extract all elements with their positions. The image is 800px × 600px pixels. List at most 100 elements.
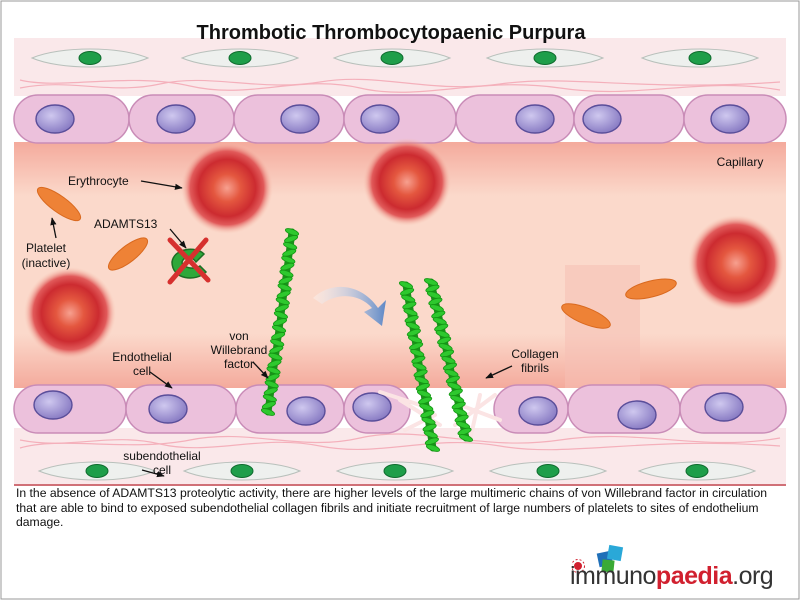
endothelial-nucleus: [710, 104, 750, 134]
endothelial-nucleus: [617, 400, 657, 430]
vwf-segment: [398, 281, 414, 289]
platelet: [36, 186, 82, 222]
vwf-segment: [422, 423, 437, 432]
subendothelial-label-2: cell: [153, 463, 171, 477]
endothelial-cells-top: [13, 94, 787, 144]
vwf-label-2: Willebrand: [211, 343, 268, 357]
vwf-segment: [413, 369, 428, 378]
vwf-segment: [271, 332, 286, 340]
vwf-segment: [275, 297, 290, 306]
vwf-segment: [266, 366, 281, 375]
collagen-label-1: Collagen: [511, 347, 558, 361]
vwf-segment: [434, 323, 449, 332]
subendothelial-nucleus: [536, 464, 560, 478]
logo-part-1: immuno: [570, 562, 656, 590]
endothelial-nucleus: [704, 392, 744, 422]
subendothelial-nucleus: [383, 464, 407, 478]
subendothelial-nucleus: [380, 51, 404, 65]
vwf-segment: [279, 269, 294, 278]
vwf-segment: [458, 434, 474, 442]
vwf-segment: [283, 242, 298, 250]
logo-part-3: .org: [732, 562, 774, 590]
endothelial-nucleus: [286, 396, 326, 426]
vwf-segment: [442, 362, 457, 371]
endothelial-nucleus: [582, 104, 622, 134]
endothelial-nucleus: [156, 104, 196, 134]
vwf-segment: [274, 304, 289, 312]
adamts13-inactive: [167, 237, 211, 285]
erythrocyte: [181, 142, 273, 234]
subendothelial-nucleus: [533, 51, 557, 65]
caption-text: In the absence of ADAMTS13 proteolytic a…: [16, 486, 768, 529]
vwf-segment: [412, 362, 427, 371]
vwf-segment: [401, 294, 416, 303]
platelet-state-label: (inactive): [22, 256, 71, 270]
vwf-segment: [428, 297, 443, 306]
vwf-segment: [429, 304, 444, 312]
vwf-segment: [265, 373, 280, 382]
collagen-label-2: fibrils: [521, 361, 549, 375]
vwf-segment: [263, 387, 278, 396]
subendothelial-label-1: subendothelial: [123, 449, 200, 463]
cross-icon: [167, 237, 209, 285]
von-willebrand-factor-chains: [260, 228, 474, 452]
subendothelial-nucleus: [685, 464, 709, 478]
vwf-segment: [441, 356, 456, 364]
vwf-segment: [409, 342, 424, 350]
vwf-segment: [260, 408, 276, 416]
erythrocyte: [363, 138, 451, 226]
vwf-segment: [264, 380, 279, 389]
vwf-segment: [407, 335, 423, 344]
erythrocyte: [24, 267, 116, 359]
vwf-segment: [276, 290, 291, 299]
vwf-segment: [453, 408, 468, 416]
vwf-segment: [270, 338, 285, 347]
platelet: [107, 237, 149, 271]
vwf-segment: [284, 228, 300, 236]
vwf-segment: [421, 417, 436, 425]
vwf-segment: [437, 336, 452, 345]
subendothelial-nucleus: [85, 464, 109, 478]
endothelial-label-1: Endothelial: [112, 350, 171, 364]
vwf-segment: [426, 291, 441, 299]
subendothelial-nucleus: [230, 464, 254, 478]
vwf-segment: [269, 345, 284, 354]
subendothelial-cells-bottom: [37, 461, 757, 481]
vwf-segment: [282, 248, 297, 257]
endothelial-nucleus: [33, 390, 73, 420]
vwf-segment: [448, 388, 463, 397]
vwf-segment: [400, 287, 415, 296]
subendothelial-nucleus: [688, 51, 712, 65]
vwf-segment: [456, 421, 471, 429]
vwf-segment: [444, 369, 459, 377]
platelet-label: Platelet: [26, 241, 67, 255]
vwf-segment: [267, 359, 282, 368]
vwf-segment: [415, 383, 430, 391]
logo-part-2: paedia: [655, 562, 733, 590]
logo-cubes-icon: [572, 544, 624, 573]
platelets: [36, 186, 677, 329]
vwf-segment: [278, 276, 293, 285]
vwf-segment: [414, 376, 429, 384]
vwf-segment: [451, 401, 466, 410]
endothelial-nucleus: [280, 104, 320, 134]
vwf-segment: [406, 328, 421, 337]
vwf-segment: [268, 352, 283, 361]
vwf-segment: [431, 310, 446, 319]
vwf-segment: [425, 444, 441, 452]
vwf-segment: [403, 308, 418, 316]
vwf-segment: [405, 321, 420, 330]
erythrocyte-label: Erythrocyte: [68, 174, 129, 188]
endothelial-nucleus: [148, 394, 188, 424]
vwf-segment: [272, 318, 288, 326]
vwf-segment: [411, 355, 426, 364]
vwf-segment: [438, 343, 453, 351]
vwf-label-3: factor: [224, 357, 254, 371]
vwf-segment: [423, 278, 439, 286]
vwf-segment: [273, 311, 288, 319]
vwf-segment: [454, 414, 469, 423]
endothelial-nucleus: [518, 396, 558, 426]
immunopaedia-logo[interactable]: immunopaedia.org: [556, 544, 792, 594]
erythrocyte: [688, 215, 784, 311]
